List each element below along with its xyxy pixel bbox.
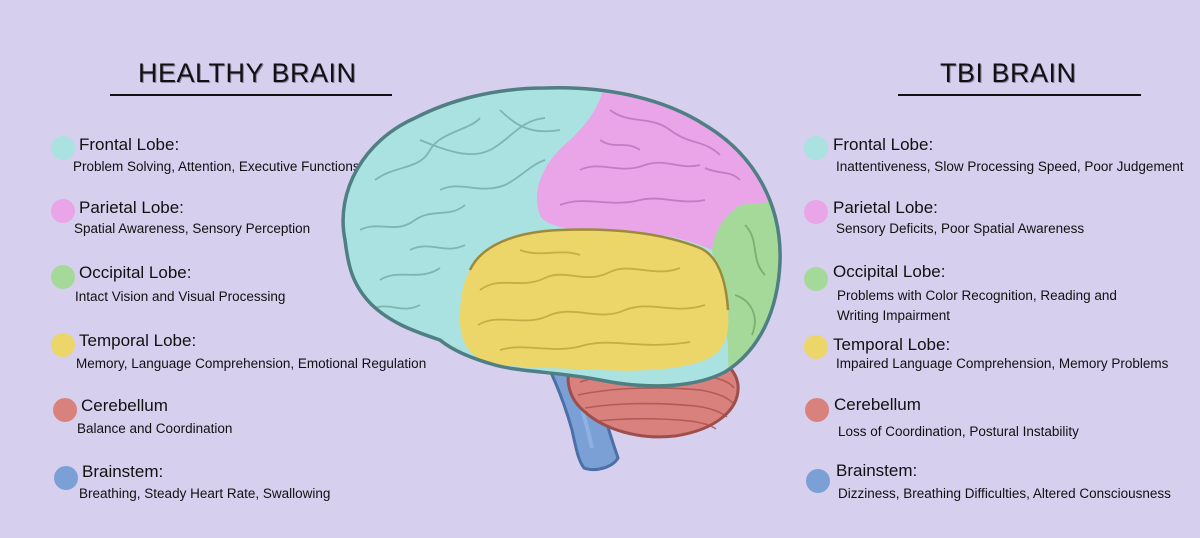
- healthy-brain-title: HEALTHY BRAIN: [138, 58, 357, 88]
- lobe-name: Frontal Lobe:: [79, 135, 180, 154]
- brain-illustration: [341, 86, 782, 472]
- lobe-description: Problem Solving, Attention, Executive Fu…: [73, 159, 360, 174]
- lobe-name: Brainstem:: [82, 462, 164, 481]
- brainstem-color-dot: [54, 466, 78, 490]
- tbi-brain-title: TBI BRAIN: [940, 58, 1077, 88]
- cerebellum-color-dot: [53, 398, 77, 422]
- healthy-title-underline: [110, 94, 392, 96]
- lobe-description: Balance and Coordination: [77, 421, 233, 436]
- parietal-lobe-color-dot: [804, 200, 828, 224]
- lobe-name: Frontal Lobe:: [833, 135, 934, 154]
- temporal-lobe-color-dot: [804, 335, 828, 359]
- lobe-description: Problems with Color Recognition, Reading…: [837, 288, 1117, 303]
- temporal-lobe-shape: [460, 229, 729, 371]
- lobe-description: Inattentiveness, Slow Processing Speed, …: [836, 159, 1184, 174]
- healthy-brain-panel: HEALTHY BRAIN Frontal Lobe: Problem Solv…: [0, 0, 440, 538]
- frontal-lobe-color-dot: [804, 136, 828, 160]
- parietal-lobe-color-dot: [51, 199, 75, 223]
- tbi-brain-panel: TBI BRAIN Frontal Lobe: Inattentiveness,…: [790, 0, 1200, 538]
- lobe-description: Intact Vision and Visual Processing: [75, 289, 286, 304]
- lobe-name: Parietal Lobe:: [79, 198, 184, 217]
- lobe-description: Dizziness, Breathing Difficulties, Alter…: [838, 486, 1171, 501]
- occipital-lobe-shape: [712, 200, 781, 386]
- brainstem-color-dot: [806, 469, 830, 493]
- lobe-description: Spatial Awareness, Sensory Perception: [74, 221, 311, 236]
- lobe-name: Brainstem:: [836, 461, 918, 480]
- lobe-description: Sensory Deficits, Poor Spatial Awareness: [836, 221, 1085, 236]
- temporal-lobe-color-dot: [51, 333, 75, 357]
- tbi-title-underline: [898, 94, 1141, 96]
- lobe-name: Temporal Lobe:: [79, 331, 197, 350]
- lobe-description: Impaired Language Comprehension, Memory …: [836, 356, 1169, 371]
- lobe-name: Occipital Lobe:: [79, 263, 192, 282]
- lobe-name: Parietal Lobe:: [833, 198, 938, 217]
- lobe-description: Loss of Coordination, Postural Instabili…: [838, 424, 1079, 439]
- lobe-name: Cerebellum: [81, 396, 168, 415]
- lobe-description: Breathing, Steady Heart Rate, Swallowing: [79, 486, 331, 501]
- lobe-name: Occipital Lobe:: [833, 262, 946, 281]
- lobe-name: Temporal Lobe:: [833, 335, 951, 354]
- occipital-lobe-color-dot: [51, 265, 75, 289]
- lobe-name: Cerebellum: [834, 395, 921, 414]
- occipital-lobe-color-dot: [804, 267, 828, 291]
- lobe-description-continued: Writing Impairment: [837, 308, 951, 323]
- cerebellum-color-dot: [805, 398, 829, 422]
- lobe-description: Memory, Language Comprehension, Emotiona…: [76, 356, 427, 371]
- frontal-lobe-color-dot: [51, 136, 75, 160]
